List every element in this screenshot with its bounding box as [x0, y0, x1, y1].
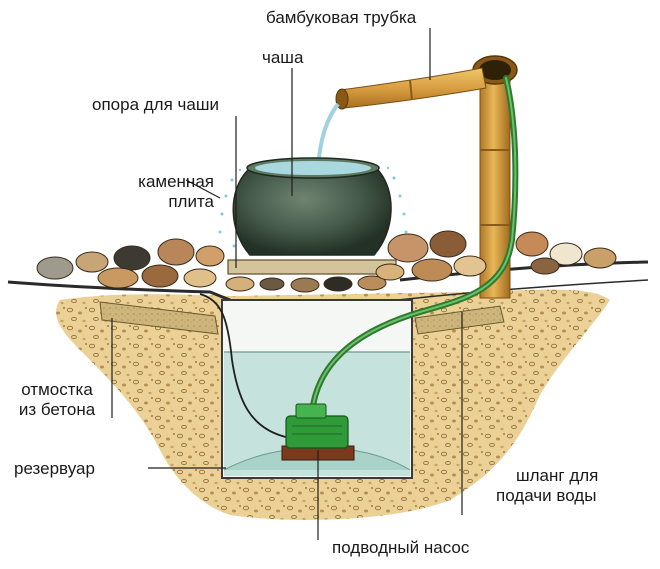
label-reservoir: резервуар	[14, 459, 95, 478]
label-concrete-line2: из бетона	[18, 400, 96, 419]
concrete-pad-left	[99, 301, 219, 335]
label-concrete: отмостка из бетона	[2, 380, 112, 420]
ground-line	[397, 279, 649, 301]
label-stone-slab: каменная плита	[104, 172, 214, 212]
bamboo-node	[409, 79, 413, 101]
bamboo-tube-opening	[479, 60, 511, 80]
label-hose: шланг для подачи воды	[496, 466, 646, 506]
pebbles	[36, 230, 617, 293]
submersible-pump	[281, 403, 355, 461]
stone-slab	[227, 259, 397, 275]
label-bowl: чаша	[262, 48, 304, 67]
label-bamboo-tube: бамбуковая трубка	[266, 8, 417, 27]
label-stone-slab-line1: каменная	[138, 172, 214, 191]
bamboo-tube-horizontal	[339, 67, 487, 109]
water-hose-highlight	[311, 77, 517, 413]
power-cable	[199, 293, 291, 439]
ground-line	[7, 280, 231, 302]
leader-lines	[111, 28, 463, 540]
label-concrete-line1: отмостка	[21, 380, 93, 399]
label-pump: подводный насос	[332, 538, 470, 557]
leader-slab	[185, 179, 221, 199]
label-hose-line2: подачи воды	[496, 486, 597, 505]
concrete-pad-right	[414, 305, 505, 335]
label-bowl-support: опора для чаши	[92, 95, 219, 114]
label-stone-slab-line2: плита	[168, 192, 214, 211]
label-hose-line1: шланг для	[516, 466, 599, 485]
bamboo-spout	[335, 88, 349, 110]
bowl-water	[255, 161, 371, 175]
